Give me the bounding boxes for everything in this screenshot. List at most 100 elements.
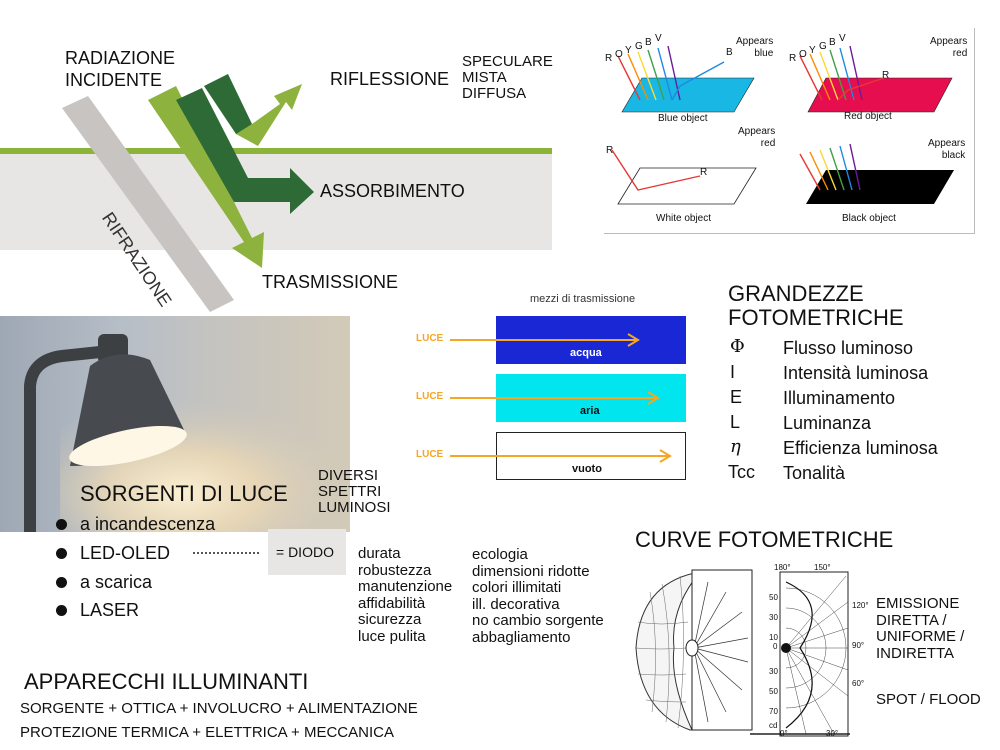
black-rays: [799, 143, 861, 191]
white-reflected-letter: R: [700, 167, 708, 178]
tick-top-180: 180°: [774, 563, 791, 572]
white-appears: Appears red: [738, 126, 776, 149]
light-sources: SORGENTI DI LUCE DIVERSI SPETTRI LUMINOS…: [0, 460, 640, 660]
black-appears: Appears black: [928, 138, 966, 161]
absorption-label: ASSORBIMENTO: [320, 181, 465, 201]
tick-left-30a: 30: [769, 613, 778, 622]
lamp-photo: [0, 316, 350, 532]
curves-graphic: [635, 569, 850, 737]
spot-flood-label: SPOT / FLOOD: [876, 691, 981, 708]
symbol-intensity: I: [730, 362, 736, 382]
tick-left-30b: 30: [769, 667, 778, 676]
light-label-2: LUCE: [416, 391, 444, 402]
tick-left-10: 10: [769, 633, 778, 642]
spectrum-v: V: [839, 33, 846, 44]
blue-object-plane: [621, 77, 755, 113]
reflection-types: SPECULARE MISTA DIFFUSA: [462, 53, 553, 102]
tick-left-50a: 50: [769, 593, 778, 602]
transmission-label: TRASMISSIONE: [262, 272, 399, 292]
bullet-3: [56, 577, 67, 588]
reflection-dark-arrow: [204, 74, 252, 134]
curves-figure: 180° 150° 50 30 10 0 30 50 70 cd 120° 90…: [630, 562, 870, 740]
polar-panel: [779, 571, 849, 737]
led-dotted-connector: [193, 552, 259, 554]
tick-right-90: 90°: [852, 641, 865, 650]
media-vacuum-label: vuoto: [572, 463, 602, 475]
black-caption: Black object: [842, 213, 896, 224]
source-discharge: a scarica: [80, 572, 153, 592]
lamp-graphic: [24, 334, 350, 532]
tick-right-120: 120°: [852, 601, 869, 610]
led-pros-a: durata robustezza manutenzione affidabil…: [358, 545, 453, 645]
name-luminance: Luminanza: [783, 413, 872, 433]
fixtures-line2: PROTEZIONE TERMICA + ELETTRICA + MECCANI…: [20, 724, 394, 741]
symbol-luminance: L: [730, 412, 741, 432]
photometric-title: GRANDEZZE FOTOMETRICHE: [728, 281, 904, 330]
blue-rays: [617, 45, 725, 101]
tick-top-150: 150°: [814, 563, 831, 572]
radiation-diagram: RADIAZIONE INCIDENTE RIFLESSIONE SPECULA…: [0, 0, 560, 320]
fixtures-title: APPARECCHI ILLUMINANTI: [24, 669, 309, 694]
light-arrows: [450, 333, 672, 463]
spectrum-b: B: [645, 37, 652, 48]
symbol-tonality: Tcc: [728, 462, 755, 482]
lamp-opening: [69, 425, 187, 467]
blue-appears: Appears blue: [736, 36, 774, 59]
spectrum-o: O: [799, 49, 807, 60]
spectrum-g: G: [635, 41, 643, 52]
source-laser: LASER: [80, 600, 140, 620]
red-reflected-letter: R: [882, 70, 890, 81]
tick-right-60: 60°: [852, 679, 865, 688]
spectrum-b: B: [829, 37, 836, 48]
polar-center: [781, 643, 791, 653]
spectrum-o: O: [615, 49, 623, 60]
incident-label: RADIAZIONE INCIDENTE: [65, 48, 176, 90]
lamp-arm: [24, 346, 106, 532]
polar-curve: [785, 581, 813, 729]
bullet-4: [56, 605, 67, 616]
spectrum-r: R: [605, 53, 613, 64]
media-water-label: acqua: [570, 347, 602, 359]
bullet-2: [56, 548, 67, 559]
lamp-bulb: [685, 639, 699, 657]
tick-left-50b: 50: [769, 687, 778, 696]
red-rays: [799, 45, 885, 101]
curves-title: CURVE FOTOMETRICHE: [635, 527, 894, 552]
red-caption: Red object: [844, 111, 892, 122]
solid-mesh: [635, 575, 689, 729]
diode-box: [268, 529, 346, 575]
spectrum-v: V: [655, 33, 662, 44]
tick-left-0: 0: [773, 642, 778, 651]
symbol-efficiency: η: [730, 436, 741, 457]
name-intensity: Intensità luminosa: [783, 363, 929, 383]
surface-line: [0, 148, 552, 154]
reflected-arrow: [236, 84, 302, 146]
photometric-quantities: GRANDEZZE FOTOMETRICHE Φ I E L η Tcc Flu…: [728, 282, 998, 492]
photometric-solid: [635, 571, 702, 731]
white-ray: [611, 149, 701, 191]
media-air-label: aria: [580, 405, 600, 417]
symbol-flux: Φ: [730, 336, 745, 357]
transmitted-arrow: [148, 86, 264, 268]
tick-bottom-0: 0°: [780, 729, 788, 738]
name-flux: Flusso luminoso: [783, 338, 914, 358]
led-pros-b: ecologia dimensioni ridotte colori illim…: [472, 546, 604, 646]
name-efficiency: Efficienza luminosa: [783, 438, 938, 458]
media-title: mezzi di trasmissione: [530, 293, 636, 305]
polar-grid: [785, 575, 849, 735]
name-illuminance: Illuminamento: [783, 388, 896, 408]
absorbed-arrow: [176, 88, 314, 214]
sources-spectra: DIVERSI SPETTRI LUMINOSI: [318, 467, 391, 516]
symbol-illuminance: E: [730, 387, 743, 407]
tick-left-cd: cd: [769, 721, 778, 730]
light-label-1: LUCE: [416, 333, 444, 344]
spectrum-y: Y: [809, 45, 816, 56]
spectrum-r: R: [789, 53, 797, 64]
spectrum-g: G: [819, 41, 827, 52]
source-incandescent: a incandescenza: [80, 514, 216, 534]
radiation-graphic: [0, 74, 552, 312]
name-tonality: Tonalità: [783, 463, 846, 483]
curve-rays: [693, 581, 749, 723]
light-label-3: LUCE: [416, 449, 444, 460]
transmission-media: mezzi di trasmissione acqua aria vuoto L…: [410, 290, 700, 490]
